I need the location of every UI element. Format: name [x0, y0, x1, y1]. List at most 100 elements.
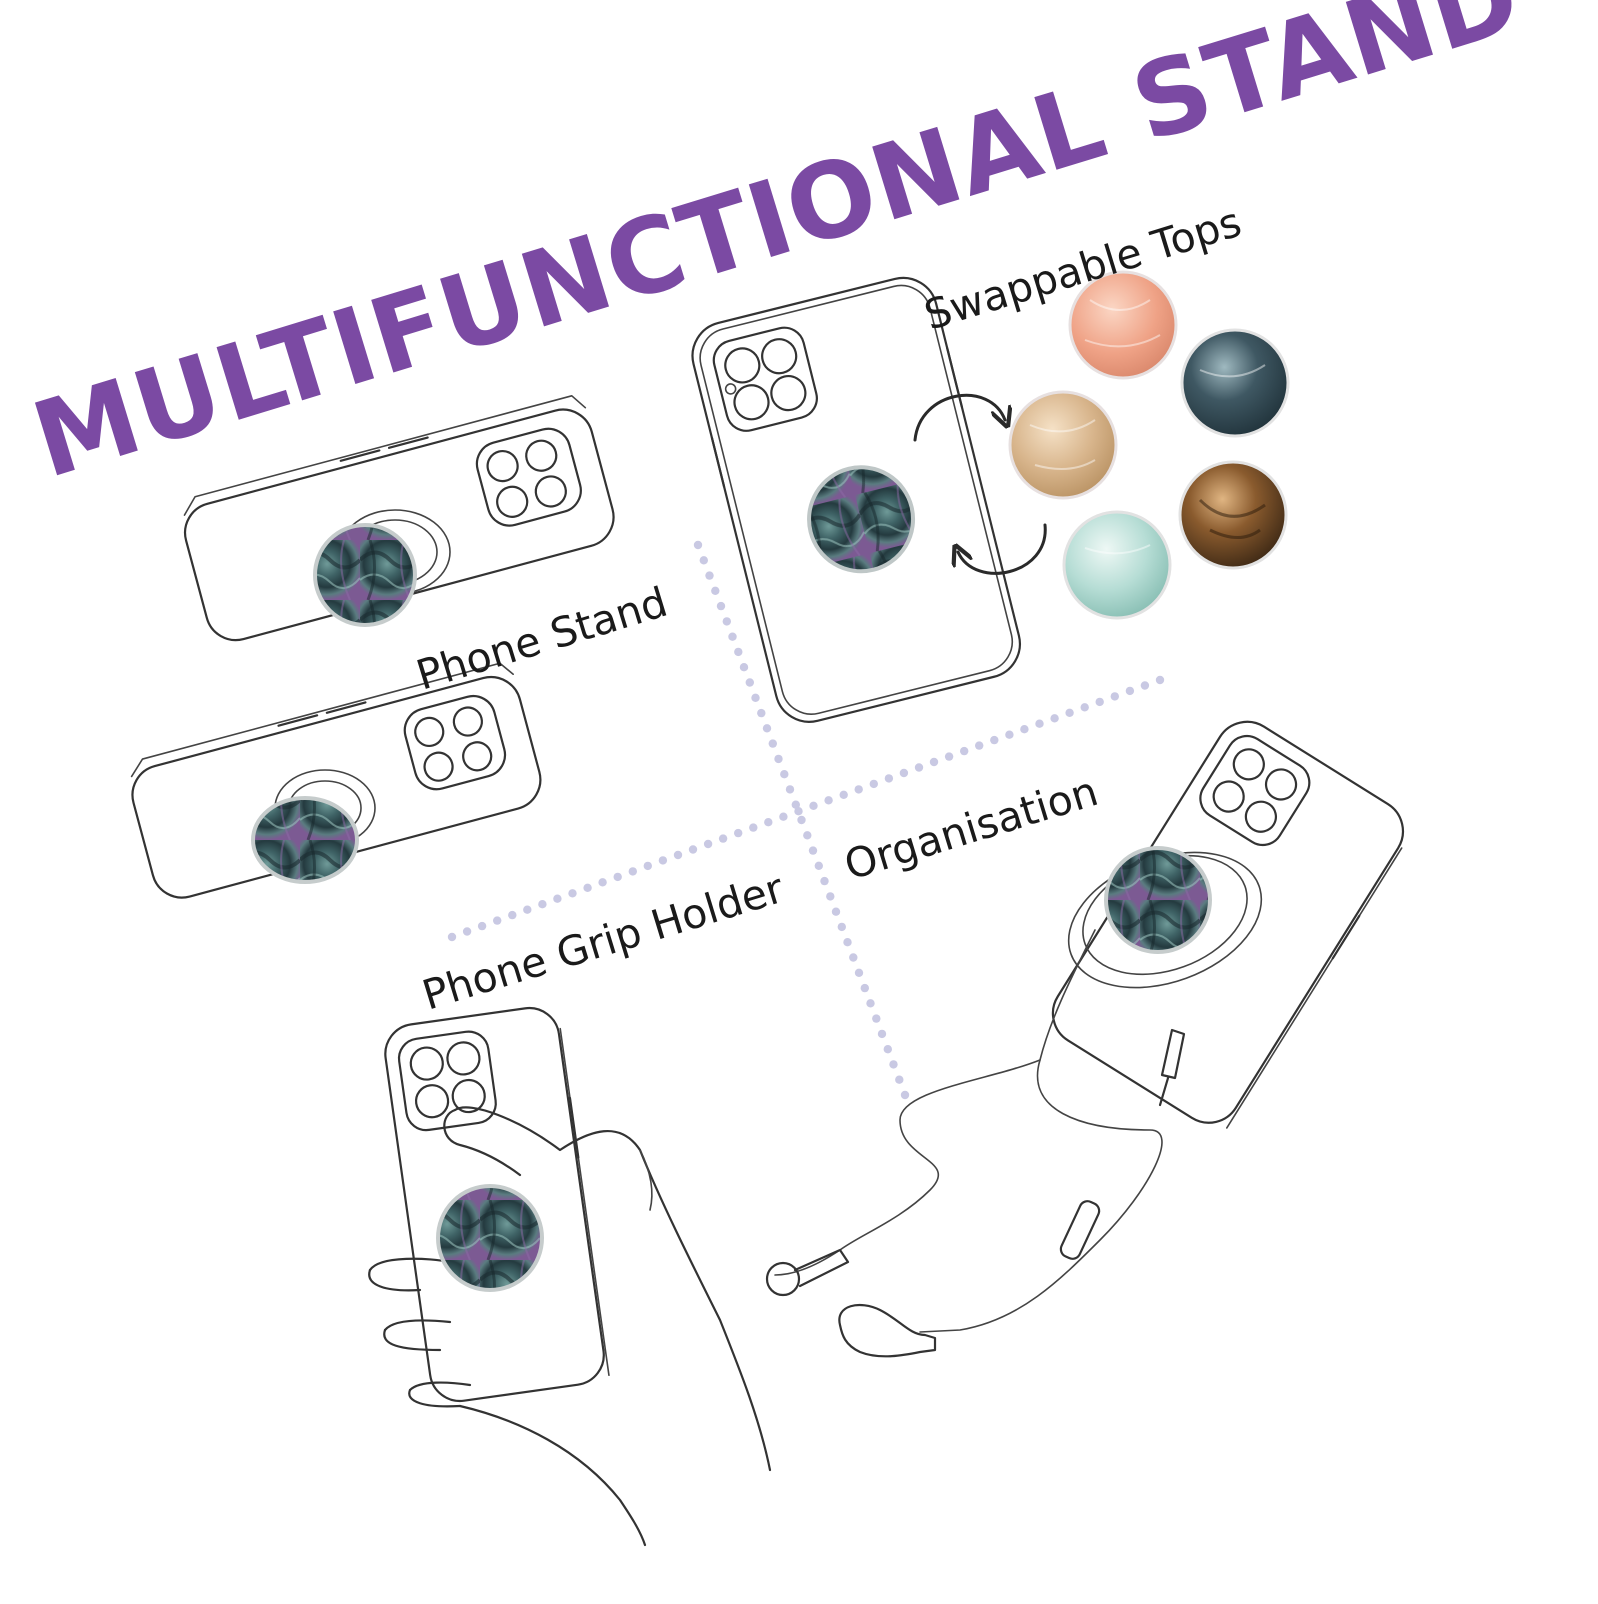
camera-module: [712, 326, 818, 432]
divider-dot: [1050, 714, 1059, 723]
divider-dot: [613, 872, 622, 882]
divider-dot: [688, 845, 698, 854]
divider-dot: [884, 774, 894, 783]
divider-dot: [705, 571, 714, 580]
divider-dot: [538, 900, 547, 909]
abalone-grip-stand-2: [251, 796, 359, 884]
divider-dot: [866, 999, 875, 1008]
abalone-grip-top: [807, 465, 916, 574]
divider-dot: [889, 1060, 898, 1069]
top-gold-shell: [1008, 390, 1118, 500]
divider-dot: [477, 921, 487, 931]
divider-dot: [944, 752, 954, 761]
organisation-illustration: [765, 720, 1405, 1358]
phone-grip-holder-illustration: [368, 1006, 772, 1547]
divider-dot: [1035, 719, 1044, 728]
divider-dot: [1020, 725, 1029, 734]
divider-dot: [975, 741, 984, 750]
divider-dot: [716, 601, 726, 611]
divider-dot: [739, 663, 749, 672]
divider-dot: [693, 540, 703, 550]
divider-dot: [809, 801, 818, 810]
divider-dot: [860, 983, 869, 993]
divider-dot: [749, 823, 758, 832]
divider-dot: [837, 922, 846, 932]
divider-dot: [895, 1075, 904, 1084]
cable-ring: [765, 1261, 801, 1297]
divider-dot: [831, 907, 841, 916]
divider-dot: [824, 796, 833, 805]
divider-dot: [1095, 697, 1104, 707]
swap-arrows-icon: [913, 393, 1047, 575]
divider-dot: [791, 800, 800, 809]
inline-remote: [1059, 1200, 1101, 1260]
divider-dot: [658, 856, 668, 865]
divider-dot: [854, 968, 864, 977]
divider-dot: [843, 938, 852, 947]
dotted-dividers: [447, 540, 1165, 1100]
divider-dot: [877, 1029, 887, 1039]
divider-dot: [1125, 686, 1135, 696]
divider-dot: [1155, 675, 1165, 685]
divider-dot: [929, 757, 939, 767]
divider-dot: [814, 861, 823, 870]
divider-dot: [734, 828, 743, 838]
phone-stand-illustration: [130, 394, 615, 899]
divider-dot: [583, 883, 592, 892]
swappable-tops-illustration: [691, 270, 1290, 723]
divider-dot: [568, 889, 577, 898]
divider-dot: [745, 678, 754, 687]
divider-dot: [722, 617, 731, 626]
divider-dot: [768, 739, 777, 748]
divider-dot: [628, 867, 637, 876]
divider-dot: [914, 763, 924, 772]
divider-dot: [703, 839, 713, 849]
divider-dot: [869, 779, 878, 789]
divider-dot: [1065, 708, 1074, 717]
top-blue-shell: [1180, 328, 1290, 438]
phone-outline-cable: [1051, 720, 1405, 1124]
divider-dot: [718, 834, 728, 843]
divider-dot: [803, 831, 812, 840]
divider-dot: [764, 818, 773, 827]
divider-dot: [839, 790, 848, 799]
divider-dot: [699, 556, 708, 565]
divider-dot: [1005, 730, 1014, 739]
divider-dot: [1110, 692, 1120, 701]
divider-dot: [757, 708, 766, 718]
caption-phone-grip-holder: Phone Grip Holder: [417, 864, 789, 1019]
divider-dot: [728, 632, 737, 641]
caption-organisation: Organisation: [839, 767, 1104, 889]
divider-dot: [899, 768, 909, 778]
divider-dot: [785, 785, 795, 794]
divider-dot: [780, 770, 789, 779]
divider-dot: [794, 807, 803, 816]
divider-dot: [643, 861, 652, 871]
top-pink-shell: [1068, 270, 1178, 380]
divider-dot: [779, 812, 788, 821]
divider-dot: [1140, 681, 1150, 690]
divider-dot: [849, 953, 858, 962]
divider-dot: [711, 586, 720, 595]
earphone-cable: [919, 929, 1163, 1333]
divider-dot: [734, 647, 743, 657]
divider-dot: [1080, 703, 1089, 712]
divider-dot: [493, 916, 502, 925]
divider-dot: [751, 693, 760, 702]
earbud: [838, 1303, 937, 1358]
divider-dot: [673, 850, 683, 860]
caption-phone-stand: Phone Stand: [411, 578, 673, 700]
divider-dot: [872, 1014, 881, 1023]
divider-dot: [883, 1045, 892, 1054]
divider-dot: [820, 876, 829, 886]
divider-dot: [523, 905, 532, 914]
divider-dot: [553, 894, 562, 903]
abalone-grip-stand-1: [313, 523, 417, 627]
abalone-grip-cable: [1104, 846, 1212, 954]
divider-dot: [900, 1090, 910, 1100]
divider-dot: [774, 754, 783, 764]
divider-dot: [990, 735, 999, 745]
divider-dot: [462, 927, 472, 936]
